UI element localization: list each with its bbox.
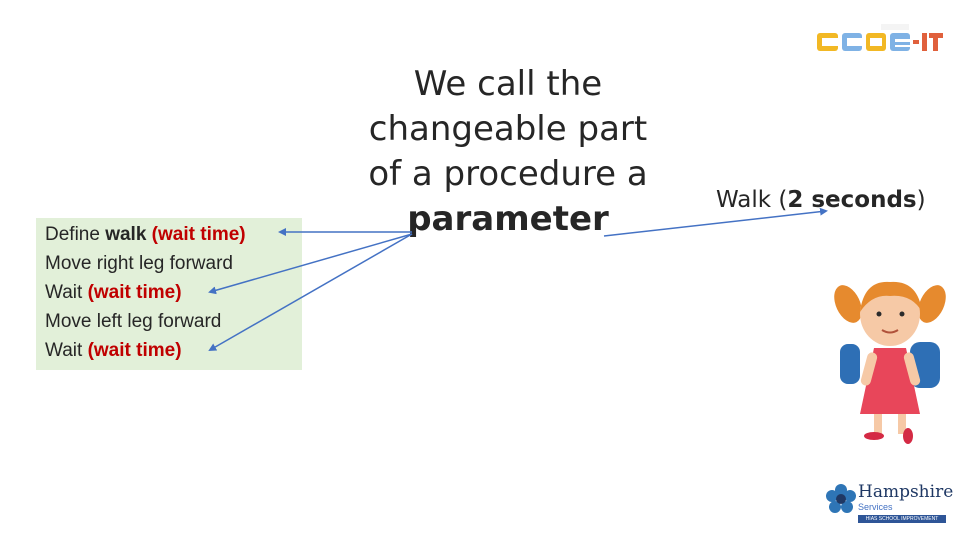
call-suffix: ) <box>916 187 926 213</box>
statement-line-3: of a procedure a <box>368 154 648 194</box>
wait-prefix: Wait <box>45 282 88 303</box>
parameter-keyword: parameter <box>407 199 609 239</box>
define-prefix: Define <box>45 224 106 245</box>
hampshire-title: Hampshire <box>858 482 954 502</box>
hampshire-band: HIAS SCHOOL IMPROVEMENT <box>858 515 946 523</box>
parameter-wait-time: (wait time) <box>87 282 182 303</box>
code-it-logo <box>815 20 945 60</box>
walk-call-example: Walk (2 seconds) <box>716 187 926 213</box>
procedure-line-define: Define walk (wait time) <box>45 224 246 246</box>
procedure-definition-box: Define walk (wait time) Move right leg f… <box>36 218 302 370</box>
procedure-line-move-left: Move left leg forward <box>45 311 222 332</box>
parameter-wait-time: (wait time) <box>146 224 246 245</box>
statement-line-1: We call the <box>413 64 603 104</box>
hampshire-services-logo: Hampshire Services HIAS SCHOOL IMPROVEME… <box>826 480 953 526</box>
statement-line-2: changeable part <box>368 109 648 149</box>
procedure-line-wait-2: Wait (wait time) <box>45 340 182 362</box>
parameter-wait-time: (wait time) <box>87 340 182 361</box>
call-argument: 2 seconds <box>787 187 917 213</box>
code-it-logo-graphic <box>817 24 943 51</box>
hampshire-flower-icon <box>826 484 856 513</box>
girl-walking-illustration <box>834 281 946 444</box>
call-prefix: Walk ( <box>716 187 788 213</box>
hampshire-subtitle: Services <box>858 502 893 512</box>
parameter-definition-statement: We call the changeable part of a procedu… <box>330 62 686 242</box>
wait-prefix: Wait <box>45 340 88 361</box>
procedure-line-wait-1: Wait (wait time) <box>45 282 182 304</box>
procedure-line-move-right: Move right leg forward <box>45 253 233 274</box>
procedure-name: walk <box>105 224 147 245</box>
